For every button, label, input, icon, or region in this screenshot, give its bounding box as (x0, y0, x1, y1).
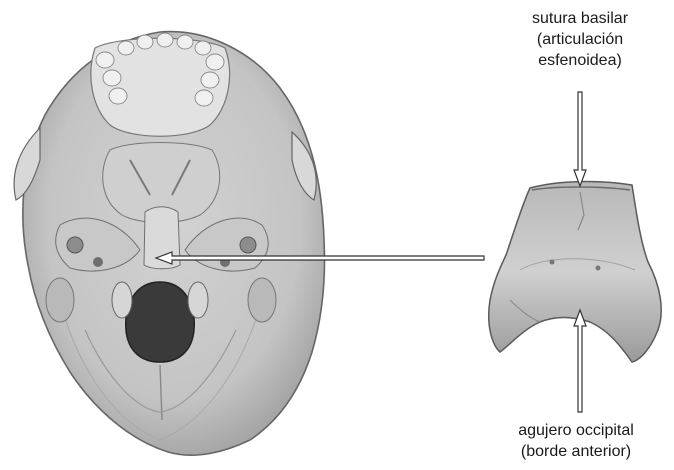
label-basilar-suture-line-1: sutura basilar (490, 8, 670, 29)
label-foramen-magnum-line-2: (borde anterior) (478, 441, 674, 462)
label-foramen-magnum: agujero occipital (borde anterior) (478, 420, 674, 462)
label-foramen-magnum-line-1: agujero occipital (478, 420, 674, 441)
foramen-magnum (126, 282, 194, 362)
label-basilar-suture: sutura basilar (articulación esfenoidea) (490, 8, 670, 71)
basilar-bone-illustration (489, 182, 661, 362)
label-basilar-suture-line-2: (articulación (490, 29, 670, 50)
basilar-bone-shape (489, 182, 661, 362)
skull-illustration (14, 32, 324, 456)
arrow-to-suture (574, 92, 586, 186)
arrow-to-foramen (574, 310, 586, 412)
label-basilar-suture-line-3: esfenoidea) (490, 50, 670, 71)
